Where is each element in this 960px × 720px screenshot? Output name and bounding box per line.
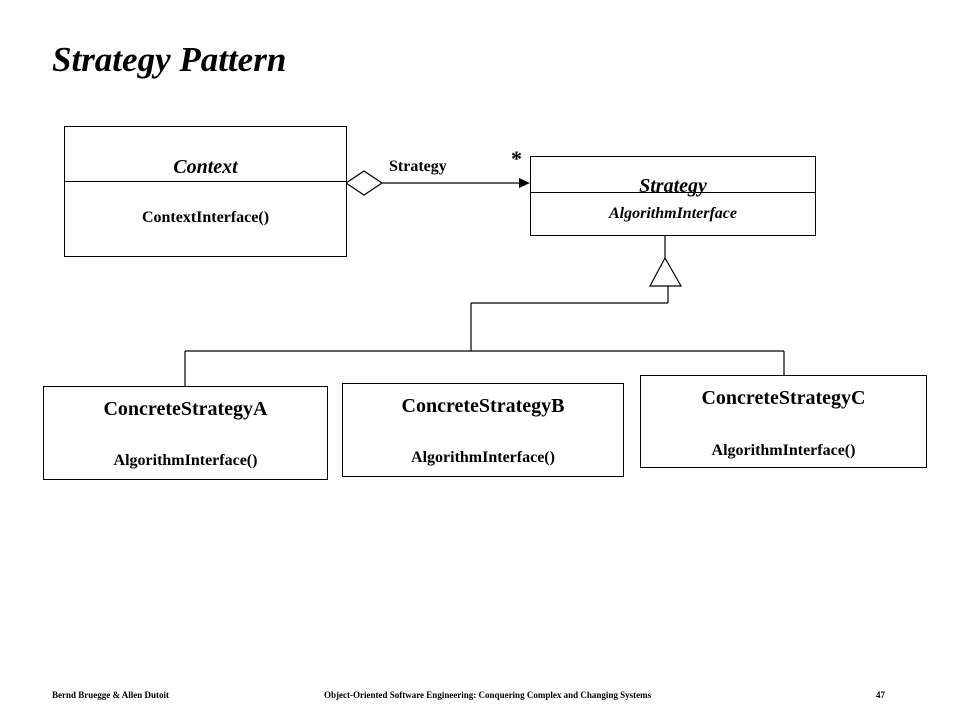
concrete-strategy-c-box: ConcreteStrategyC AlgorithmInterface() (640, 375, 927, 468)
context-class-box: Context ContextInterface() (64, 126, 347, 257)
footer-book-title: Object-Oriented Software Engineering: Co… (324, 690, 652, 700)
concrete-strategy-c-operation: AlgorithmInterface() (711, 442, 856, 459)
footer-page-number: 47 (876, 690, 885, 700)
concrete-strategy-b-name: ConcreteStrategyB (401, 395, 565, 417)
association-role-label: Strategy (389, 158, 447, 175)
concrete-strategy-c-name: ConcreteStrategyC (701, 387, 866, 409)
strategy-class-box: Strategy AlgorithmInterface (530, 156, 816, 236)
inheritance-triangle (648, 256, 683, 287)
context-class-operation: ContextInterface() (141, 209, 270, 226)
slide-title: Strategy Pattern (52, 40, 287, 79)
strategy-class-name: Strategy (639, 175, 707, 197)
association-arrowhead (519, 178, 530, 188)
aggregation-diamond (344, 170, 384, 196)
concrete-strategy-b-operation: AlgorithmInterface() (411, 449, 555, 466)
strategy-class-operation: AlgorithmInterface (608, 205, 737, 222)
context-class-divider (65, 181, 346, 182)
context-class-name: Context (173, 156, 238, 178)
concrete-strategy-b-box: ConcreteStrategyB AlgorithmInterface() (342, 383, 624, 477)
footer-authors: Bernd Bruegge & Allen Dutoit (52, 690, 169, 700)
concrete-strategy-a-box: ConcreteStrategyA AlgorithmInterface() (43, 386, 328, 480)
concrete-strategy-a-name: ConcreteStrategyA (103, 398, 268, 420)
concrete-strategy-a-operation: AlgorithmInterface() (113, 452, 258, 469)
association-multiplicity: * (511, 146, 522, 171)
strategy-class-divider (531, 192, 815, 193)
